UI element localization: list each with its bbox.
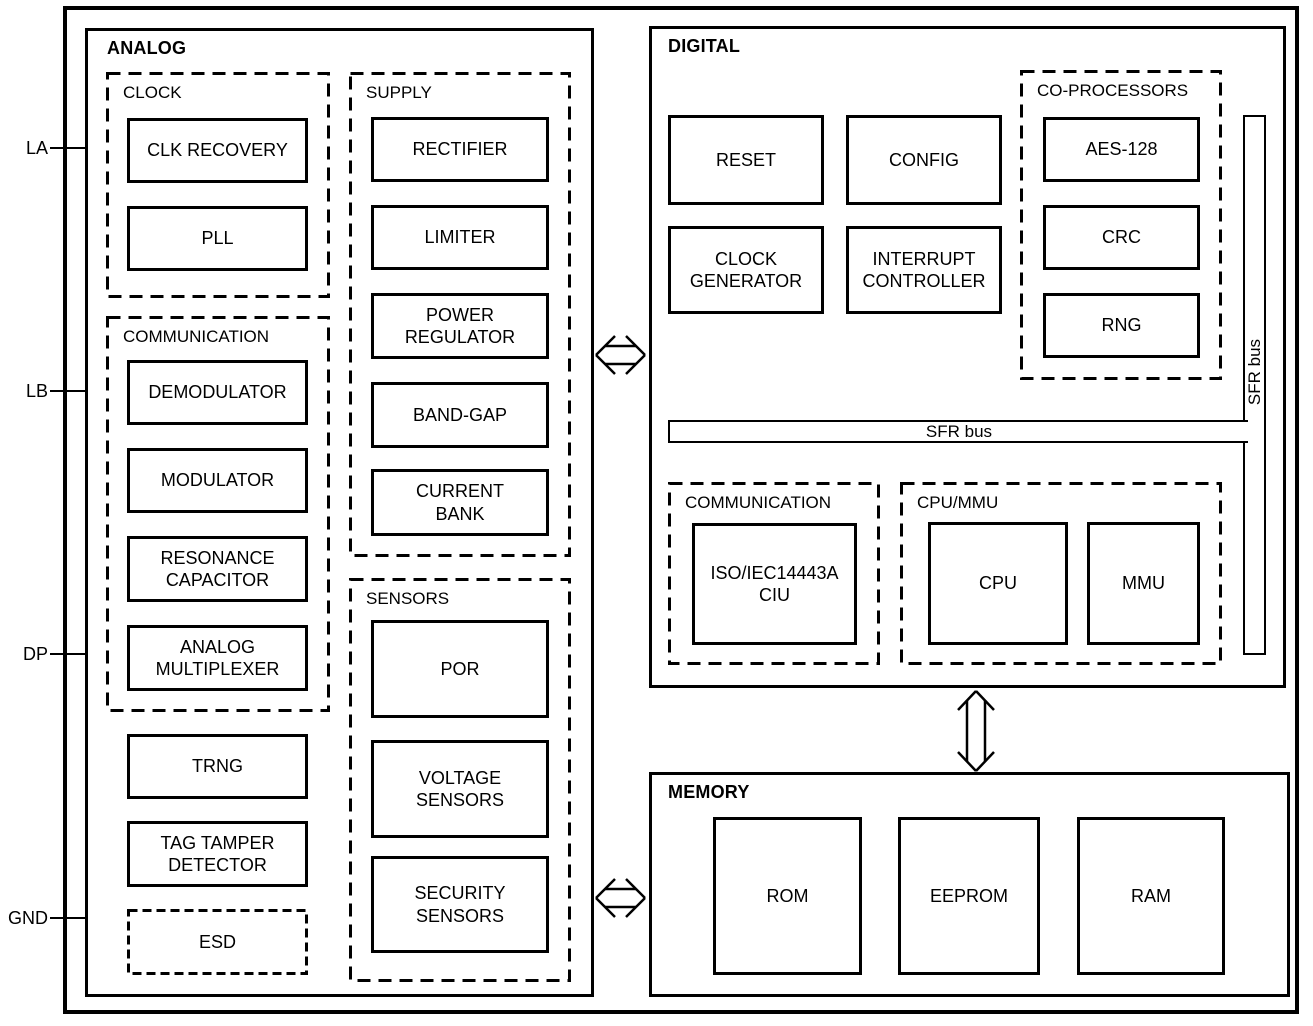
group-cpu-mmu: CPU/MMU	[900, 482, 1222, 665]
pin-line-dp	[50, 653, 86, 655]
section-memory-title: MEMORY	[668, 782, 750, 802]
analog-digital-bidirectional-arrow-icon	[594, 333, 647, 377]
pin-line-gnd	[50, 917, 86, 919]
block-analog-multiplexer: ANALOG MULTIPLEXER	[127, 625, 308, 691]
group-digital-communication-title: COMMUNICATION	[685, 493, 832, 512]
group-supply-title: SUPPLY	[366, 83, 432, 102]
group-coprocessors: CO-PROCESSORS	[1020, 70, 1222, 380]
chip-outline	[63, 6, 1299, 1014]
block-rng: RNG	[1043, 293, 1200, 358]
pin-label-gnd: GND	[8, 908, 48, 928]
block-pll: PLL	[127, 206, 308, 271]
group-analog-communication-title: COMMUNICATION	[123, 327, 270, 346]
sfr-bus-horizontal: SFR bus	[668, 420, 1248, 443]
group-coprocessors-title: CO-PROCESSORS	[1037, 81, 1189, 100]
block-rectifier: RECTIFIER	[371, 117, 549, 182]
block-tag-tamper-detector: TAG TAMPER DETECTOR	[127, 821, 308, 887]
digital-memory-bidirectional-arrow-icon	[955, 689, 997, 773]
block-demodulator: DEMODULATOR	[127, 360, 308, 425]
block-current-bank: CURRENT BANK	[371, 469, 549, 536]
dashed-border	[349, 578, 571, 982]
block-esd-label: ESD	[198, 931, 236, 952]
dashed-border	[900, 482, 1222, 665]
block-iso-iec14443a-ciu: ISO/IEC14443A CIU	[692, 523, 857, 645]
dashed-border	[127, 909, 308, 975]
block-reset: RESET	[668, 115, 824, 205]
block-cpu: CPU	[928, 522, 1068, 645]
section-analog-title: ANALOG	[107, 38, 187, 58]
pin-label-la: LA	[25, 138, 48, 158]
block-trng: TRNG	[127, 734, 308, 799]
block-rom: ROM	[713, 817, 862, 975]
pin-label-lb: LB	[25, 381, 48, 401]
block-mmu: MMU	[1087, 522, 1200, 645]
block-limiter: LIMITER	[371, 205, 549, 270]
block-ram: RAM	[1077, 817, 1225, 975]
group-clock-title: CLOCK	[123, 83, 182, 102]
group-clock: CLOCK	[106, 72, 330, 298]
block-clk-recovery: CLK RECOVERY	[127, 118, 308, 183]
dashed-border	[106, 316, 330, 712]
group-digital-communication: COMMUNICATION	[668, 482, 880, 665]
group-sensors: SENSORS	[349, 578, 571, 982]
block-crc: CRC	[1043, 205, 1200, 270]
analog-memory-bidirectional-arrow-icon	[594, 876, 647, 920]
block-config: CONFIG	[846, 115, 1002, 205]
block-band-gap: BAND-GAP	[371, 382, 549, 448]
sfr-bus-horizontal-label: SFR bus	[925, 421, 993, 441]
group-sensors-title: SENSORS	[366, 589, 450, 608]
block-power-regulator: POWER REGULATOR	[371, 293, 549, 359]
block-interrupt-controller: INTERRUPT CONTROLLER	[846, 226, 1002, 314]
block-por: POR	[371, 620, 549, 718]
dashed-border	[349, 72, 571, 557]
sfr-bus-vertical-label: SFR bus	[1244, 338, 1264, 406]
block-modulator: MODULATOR	[127, 448, 308, 513]
group-supply: SUPPLY	[349, 72, 571, 557]
block-esd: ESD	[127, 909, 308, 975]
block-eeprom: EEPROM	[898, 817, 1040, 975]
pin-line-lb	[50, 390, 86, 392]
group-cpu-mmu-title: CPU/MMU	[917, 493, 999, 512]
block-resonance-capacitor: RESONANCE CAPACITOR	[127, 536, 308, 602]
section-digital-title: DIGITAL	[668, 36, 741, 56]
dashed-border	[106, 72, 330, 298]
pin-line-la	[50, 147, 86, 149]
pin-label-dp: DP	[22, 644, 48, 664]
sfr-bus-vertical: SFR bus	[1243, 115, 1266, 655]
block-security-sensors: SECURITY SENSORS	[371, 856, 549, 953]
block-aes-128: AES-128	[1043, 117, 1200, 182]
group-analog-communication: COMMUNICATION	[106, 316, 330, 712]
dashed-border	[668, 482, 880, 665]
block-clock-generator: CLOCK GENERATOR	[668, 226, 824, 314]
block-voltage-sensors: VOLTAGE SENSORS	[371, 740, 549, 838]
